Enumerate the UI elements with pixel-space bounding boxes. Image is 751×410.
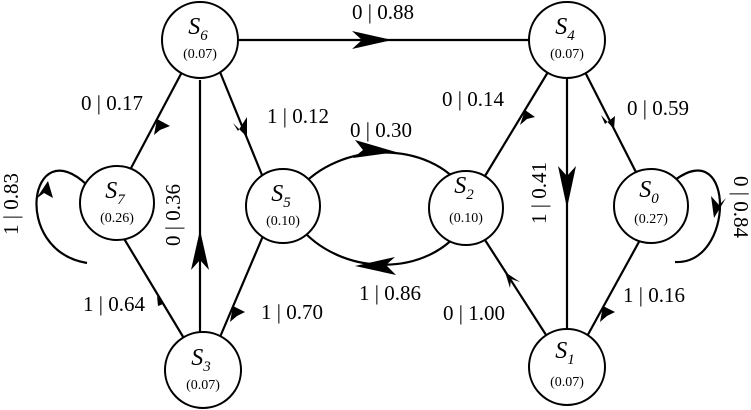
node-s7-sub: 7 — [117, 192, 126, 208]
node-s0-name: S — [639, 177, 651, 203]
edge-s5-s3 — [218, 235, 265, 338]
arrowhead-s6-s4 — [352, 31, 392, 49]
arrowhead-s4-s0 — [601, 115, 615, 129]
node-s2-name: S — [454, 173, 466, 199]
arrowhead-s5-s2 — [353, 140, 396, 158]
edge-s6-s5 — [218, 71, 264, 176]
node-s0: S0 (0.27) — [613, 168, 689, 244]
node-s3: S3 (0.07) — [164, 331, 242, 409]
edge-s0-s1 — [584, 239, 641, 341]
edge-label-s7-loop: 1 | 0.83 — [0, 173, 23, 235]
node-s6-sub: 6 — [200, 28, 208, 44]
arrowhead-s5-s3 — [230, 306, 245, 322]
arrowhead-s4-s1 — [558, 166, 576, 208]
edge-label-s5-s3: 1 | 0.70 — [261, 300, 323, 324]
node-s5: S5 (0.10) — [245, 168, 321, 244]
svg-text:S3: S3 — [191, 345, 211, 375]
node-s6: S6 (0.07) — [161, 1, 239, 79]
arrowhead-s2-s4 — [520, 110, 535, 125]
edge-s7-s6 — [129, 71, 183, 171]
node-s7: S7 (0.26) — [79, 165, 155, 241]
edge-label-s6-s4: 0 | 0.88 — [352, 0, 414, 24]
edge-label-s0-s1: 1 | 0.16 — [623, 283, 685, 307]
node-s0-prob: (0.27) — [634, 212, 668, 227]
edge-label-s2-s4: 0 | 0.14 — [442, 87, 504, 111]
edge-s7-loop — [35, 169, 88, 265]
node-s1-prob: (0.07) — [550, 375, 584, 390]
node-s4-name: S — [555, 14, 567, 40]
node-s3-prob: (0.07) — [186, 378, 220, 393]
edge-label-s7-s6: 0 | 0.17 — [81, 91, 143, 115]
edge-label-s4-s0: 0 | 0.59 — [627, 96, 689, 120]
arrowhead-s3-s6 — [191, 230, 209, 270]
node-s5-sub: 5 — [283, 195, 291, 211]
svg-text:S6: S6 — [188, 14, 208, 44]
node-s6-prob: (0.07) — [183, 47, 217, 62]
svg-text:S5: S5 — [271, 181, 291, 211]
node-s1-sub: 1 — [567, 352, 575, 368]
edge-label-s6-s5: 1 | 0.12 — [267, 104, 329, 128]
node-s2-sub: 2 — [466, 187, 474, 203]
arrowhead-s7-s6 — [154, 119, 170, 135]
svg-text:S0: S0 — [639, 177, 659, 207]
svg-text:S7: S7 — [105, 178, 126, 208]
svg-text:S4: S4 — [555, 14, 575, 44]
edge-label-s3-s6: 0 | 0.36 — [161, 184, 185, 246]
arrowhead-s2-s5 — [355, 257, 396, 275]
node-s1-name: S — [555, 338, 567, 364]
edge-label-s2-s5: 1 | 0.86 — [359, 281, 421, 305]
edge-s3-s7 — [119, 231, 186, 341]
arrowhead-s6-s5 — [233, 117, 247, 137]
node-s3-name: S — [191, 345, 203, 371]
arrowhead-s3-s7 — [151, 296, 163, 309]
edge-label-s0-loop: 0 | 0.84 — [729, 176, 751, 238]
edge-label-s3-s7: 1 | 0.64 — [83, 292, 145, 316]
arrowhead-s0-loop — [711, 196, 726, 218]
node-s4-prob: (0.07) — [550, 47, 584, 62]
node-s4-sub: 4 — [567, 28, 575, 44]
node-s2-prob: (0.10) — [449, 211, 483, 226]
node-s7-prob: (0.26) — [100, 211, 134, 226]
node-s5-prob: (0.10) — [266, 214, 300, 229]
edge-s2-s4 — [484, 71, 549, 177]
edge-s1-s2 — [484, 239, 549, 339]
svg-text:S1: S1 — [555, 338, 575, 368]
edge-label-s5-s2: 0 | 0.30 — [350, 118, 412, 142]
node-s3-sub: 3 — [202, 359, 211, 375]
node-s5-name: S — [271, 181, 283, 207]
node-s1: S1 (0.07) — [528, 328, 606, 406]
svg-text:S2: S2 — [454, 173, 474, 203]
node-s0-sub: 0 — [651, 191, 659, 207]
arrowhead-s7-loop — [36, 181, 53, 199]
node-s6-name: S — [188, 14, 200, 40]
arrowhead-s1-s2 — [505, 272, 520, 288]
edge-label-s1-s2: 0 | 1.00 — [443, 301, 505, 325]
node-s7-name: S — [105, 178, 117, 204]
node-s4: S4 (0.07) — [528, 1, 606, 79]
edge-label-s4-s1: 1 | 0.41 — [527, 162, 551, 224]
arrowhead-s0-s1 — [600, 306, 615, 322]
node-s2: S2 (0.10) — [428, 170, 504, 246]
